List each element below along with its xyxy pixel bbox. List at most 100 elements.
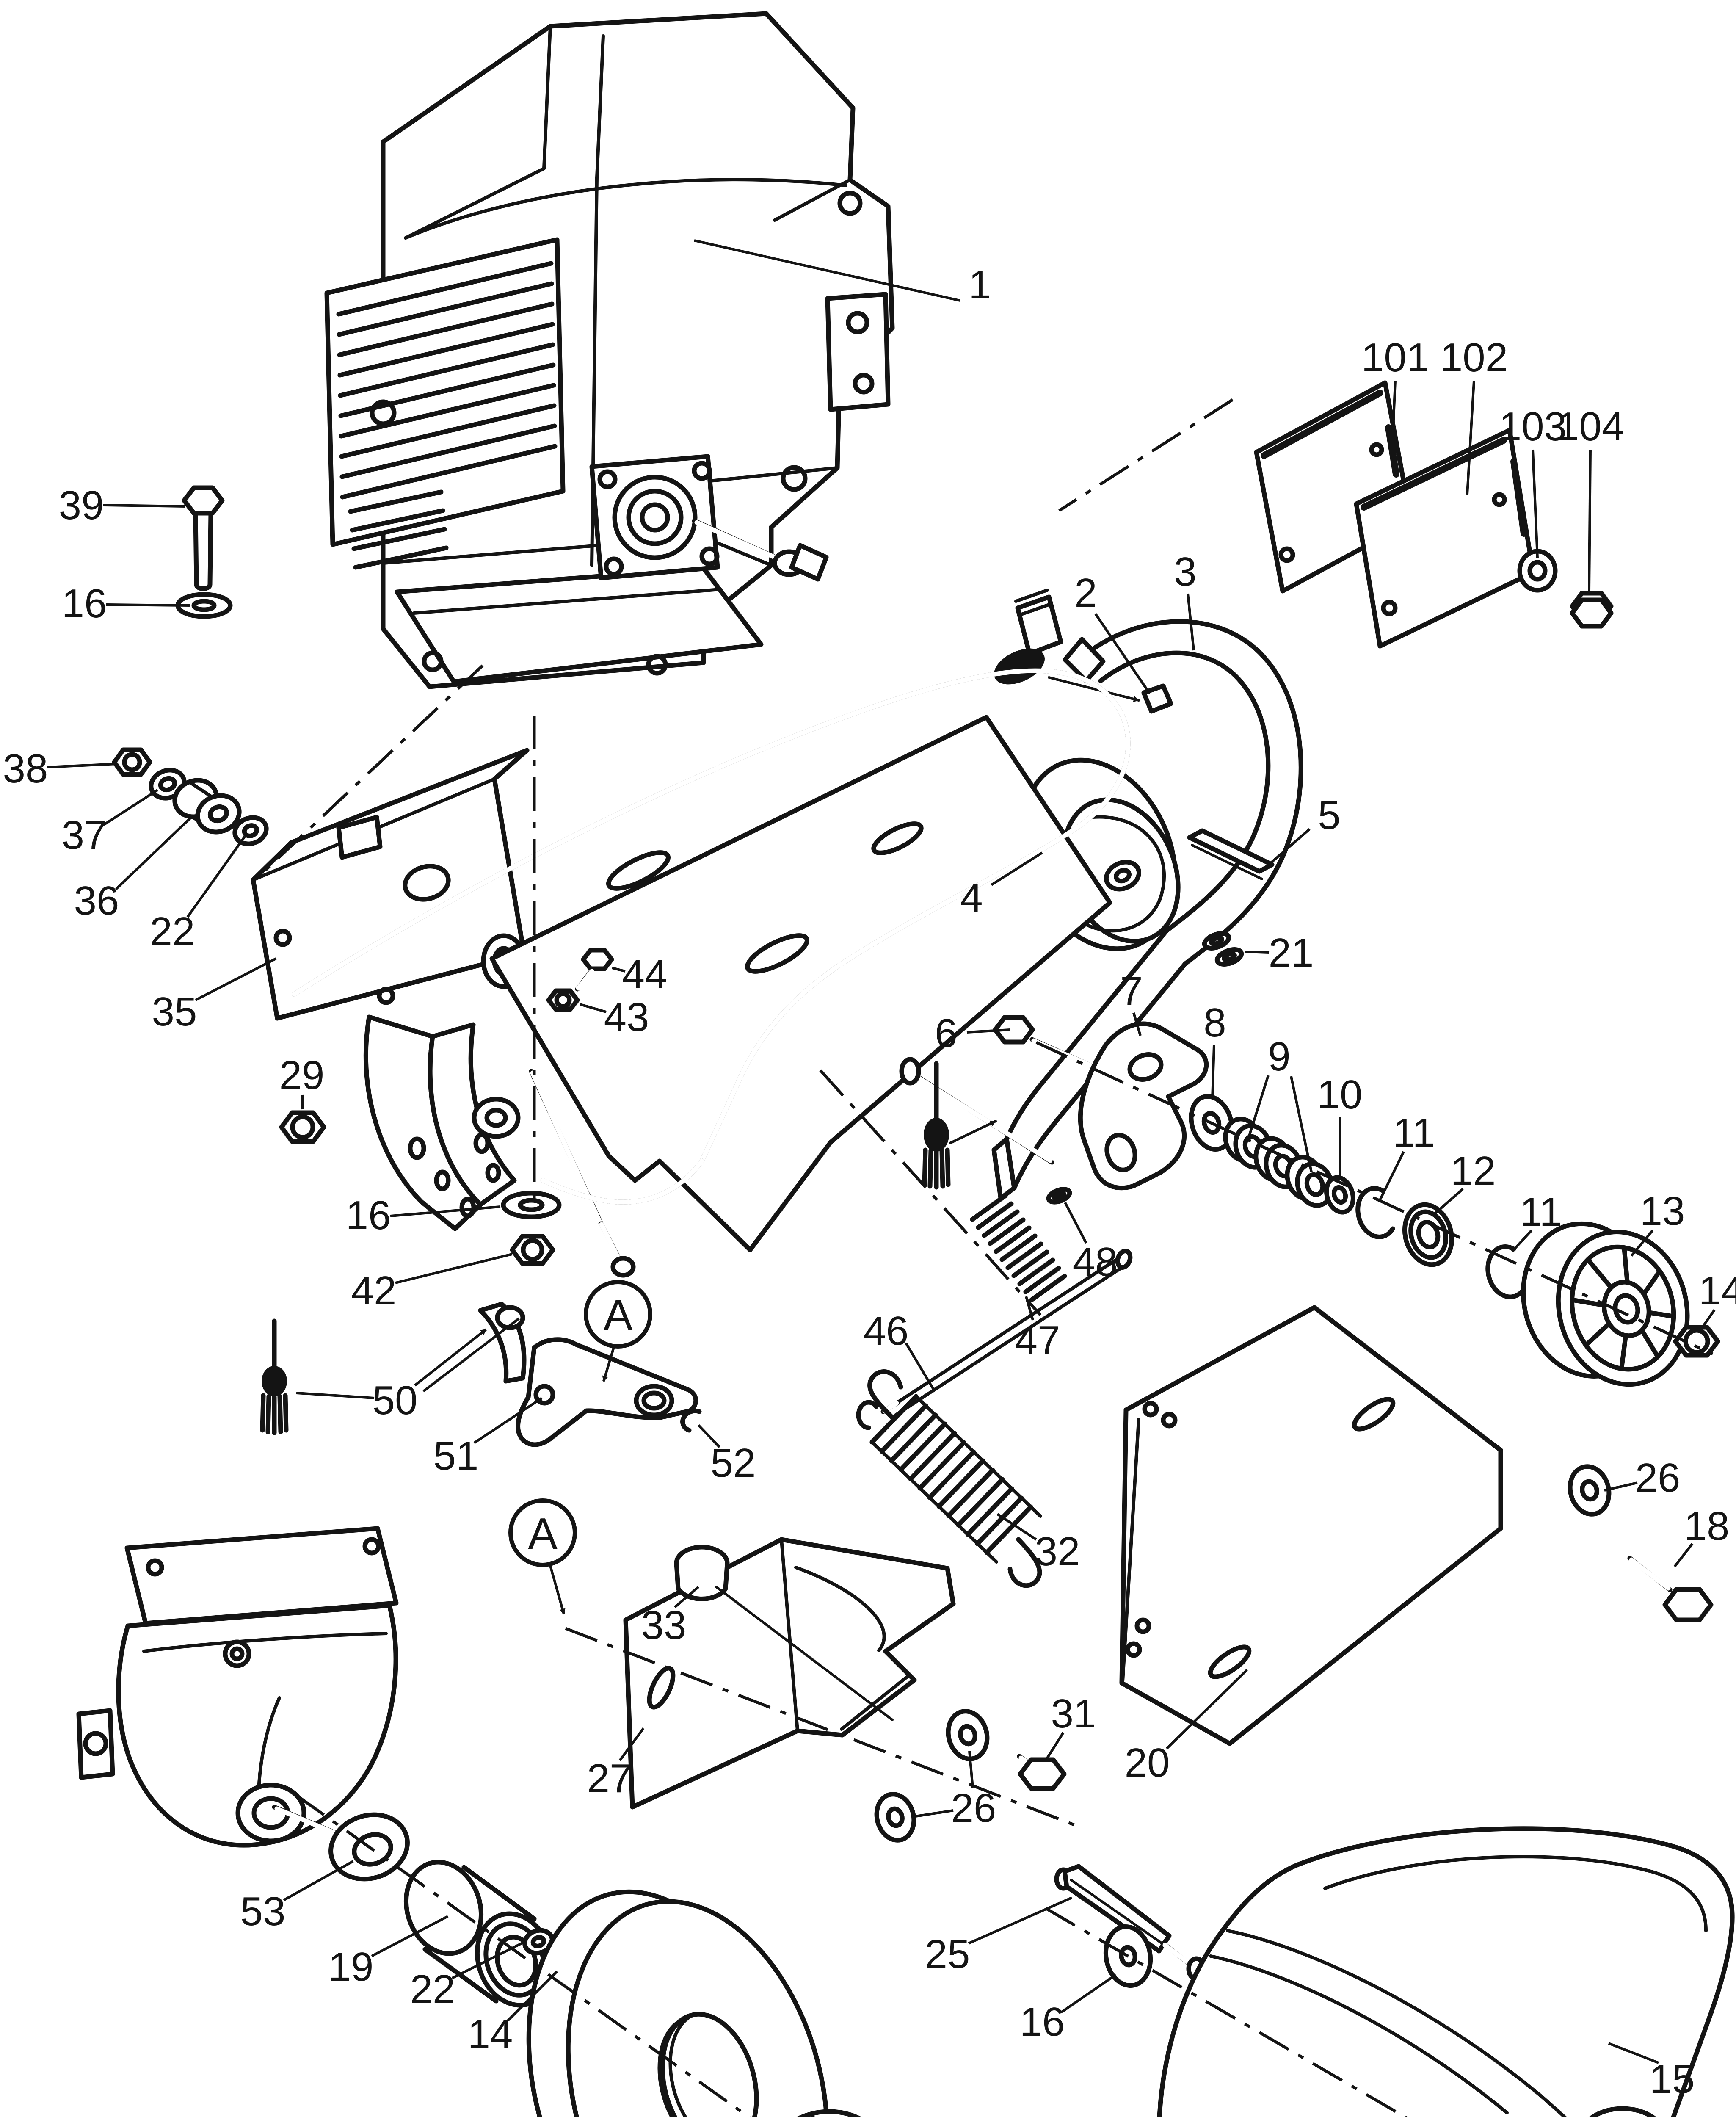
callout-47: 47 [1015,1296,1060,1363]
callout-14: 14 [468,1970,558,2057]
leader-line-37 [103,789,158,826]
washer-26b-bolt-18 [1568,1464,1714,1622]
lower-vent-slats [348,489,449,570]
leader-line-22 [451,1940,526,1979]
callout-number-16: 16 [346,1193,391,1238]
callout-number-A: A [528,1509,558,1559]
callout-number-32: 32 [1035,1529,1080,1574]
clutch-fork-illustration [363,1014,636,1278]
callout-39: 39 [59,483,186,528]
callout-number-26: 26 [951,1785,996,1831]
callout-number-8: 8 [1203,1000,1226,1045]
leader-line-42 [395,1253,513,1284]
callout-number-52: 52 [711,1440,756,1486]
leader-line-5 [1270,828,1311,864]
leader-line-52 [697,1424,721,1448]
callout-22: 22 [410,1940,526,2012]
callout-number-103: 103 [1499,404,1567,449]
bolt-44-nut-43 [546,948,614,1012]
leader-line-3 [1187,593,1195,651]
lever-51 [516,1337,698,1447]
washer-16b [501,1191,562,1219]
leader-line-104 [1588,449,1592,591]
gearbox-illustration [76,1526,399,1851]
leader-line-50 [296,1392,375,1399]
callout-number-22: 22 [150,909,195,954]
leader-line-8 [1211,1045,1215,1100]
leader-line-26 [1604,1481,1638,1492]
output-flange [589,454,720,580]
callout-number-11: 11 [1393,1110,1435,1155]
callout-number-102: 102 [1440,335,1508,380]
bolt-6-head [993,1015,1035,1045]
callout-2: 2 [1074,570,1151,694]
callout-number-37: 37 [62,813,107,858]
key-2 [1141,683,1173,714]
callout-number-11: 11 [1520,1189,1562,1235]
spacers-9 [1223,1117,1335,1208]
leader-line-51 [473,1397,543,1444]
leader-line-39 [103,504,186,508]
bracket-plate-20 [1119,1305,1503,1746]
leader-line-32 [996,1513,1037,1541]
callout-46: 46 [864,1308,936,1392]
callout-number-3: 3 [1174,549,1196,594]
callout-13: 13 [1630,1188,1685,1257]
callout-21: 21 [1244,930,1314,976]
belt-guard-plate-27 [623,1537,956,1810]
v-belt-illustration [991,619,1303,1201]
callout-number-14: 14 [468,2012,513,2057]
leader-line-6 [966,1028,1010,1034]
callout-number-53: 53 [240,1889,286,1934]
handlebar-frame-illustration [292,668,1131,1252]
callout-35: 35 [152,957,277,1034]
leader-line-21 [1244,951,1270,954]
callout-number-26: 26 [1635,1455,1681,1501]
bolt-39 [175,485,233,619]
nut-29 [279,1110,326,1144]
callout-25: 25 [925,1896,1073,1977]
callout-number-36: 36 [74,878,119,923]
clip-52 [680,1408,702,1433]
callout-18: 18 [1673,1503,1729,1567]
callout-number-10: 10 [1317,1072,1363,1117]
collar-30 [759,2109,894,2117]
leader-line-50 [422,1317,520,1393]
callout-number-43: 43 [604,995,649,1040]
callout-number-38: 38 [3,746,48,791]
leader-line-1 [694,239,960,302]
washer-26-bolt-31 [874,1709,1067,1843]
callout-15: 15 [1608,2042,1695,2102]
callout-number-13: 13 [1640,1188,1685,1234]
extension-spring-32 [867,1369,1042,1588]
callout-A: A [584,1280,652,1382]
leader-line-A [549,1565,566,1615]
callout-number-6: 6 [935,1011,957,1056]
callout-number-A: A [603,1291,633,1340]
leader-line-19 [371,1915,449,1957]
leader-line-14 [507,1970,558,2022]
circlip-11b [1485,1244,1526,1299]
cap-33 [674,1545,730,1601]
idler-pulley-13 [1521,1221,1690,1387]
callout-38: 38 [3,746,118,791]
callout-circle-A [584,1280,652,1349]
leader-line-13 [1630,1230,1654,1257]
callout-48: 48 [1064,1202,1118,1285]
lubricant-tube-icon [994,589,1140,702]
callout-1: 1 [694,239,991,307]
pulley-23 [526,1889,830,2117]
belt-guard-cover-15 [1157,1826,1735,2117]
leader-line-103 [1532,449,1539,558]
louver-slats [336,261,558,500]
callout-number-29: 29 [279,1053,325,1098]
callout-number-16: 16 [1020,1999,1065,2045]
handle-mount-hardware [112,747,269,846]
callout-102: 102 [1440,335,1508,495]
clip-48 [1046,1187,1072,1205]
axis-lines [262,398,1714,2117]
spacer-36-front [195,793,242,835]
callout-50: 50 [296,1317,520,1423]
callout-number-101: 101 [1361,335,1429,380]
